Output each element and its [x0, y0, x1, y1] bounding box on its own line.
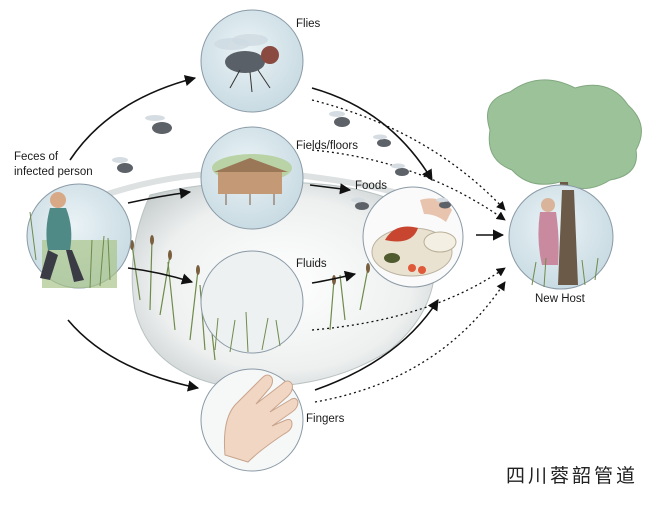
foods-circle	[362, 186, 464, 288]
arrow-to-flies	[69, 75, 197, 161]
fly-icon	[391, 163, 409, 176]
label-fields-floors: Fields/floors	[296, 140, 358, 152]
hand-icon	[224, 374, 299, 463]
watermark-text: 四川蓉韶管道	[506, 465, 639, 487]
arrow-fluids-to-foods	[311, 270, 357, 284]
label-flies: Flies	[296, 18, 321, 30]
flies-circle	[200, 9, 304, 113]
arrow-to-fluids	[127, 267, 194, 285]
dotted-fields-to-host	[311, 149, 506, 221]
label-fingers: Fingers	[306, 413, 345, 425]
fluids-circle	[200, 250, 304, 354]
fly-icon	[373, 134, 391, 147]
arrow-fingers-to-foods	[314, 299, 439, 391]
fly-icon	[329, 111, 350, 127]
source-circle	[26, 183, 132, 289]
dotted-fingers-to-host	[314, 281, 506, 403]
fingers-circle	[200, 368, 304, 472]
solid-arrows	[67, 75, 505, 392]
label-new-host: New Host	[535, 293, 585, 305]
man-icon	[40, 192, 117, 288]
arrow-flies-to-foods	[311, 87, 433, 181]
label-fluids: Fluids	[296, 258, 327, 270]
person-icon	[538, 198, 559, 265]
food-plate-icon	[371, 198, 457, 277]
arrow-to-fields	[127, 187, 192, 204]
label-source-line2: infected person	[14, 166, 93, 178]
arrow-fields-to-foods	[309, 183, 352, 195]
fly-icon	[351, 197, 369, 210]
label-foods: Foods	[355, 180, 387, 192]
fly-icon	[214, 34, 279, 93]
dotted-flies-to-host	[311, 99, 506, 211]
new-host-circle	[508, 184, 614, 290]
fields-circle	[200, 126, 304, 230]
fly-icon	[436, 197, 451, 209]
fly-icon	[145, 115, 172, 134]
fly-icon	[112, 157, 133, 173]
arrow-to-fingers	[67, 319, 200, 392]
label-source-line1: Feces of	[14, 151, 59, 163]
loose-flies	[112, 111, 451, 210]
dotted-arrows	[311, 99, 506, 403]
house-icon	[214, 158, 288, 205]
